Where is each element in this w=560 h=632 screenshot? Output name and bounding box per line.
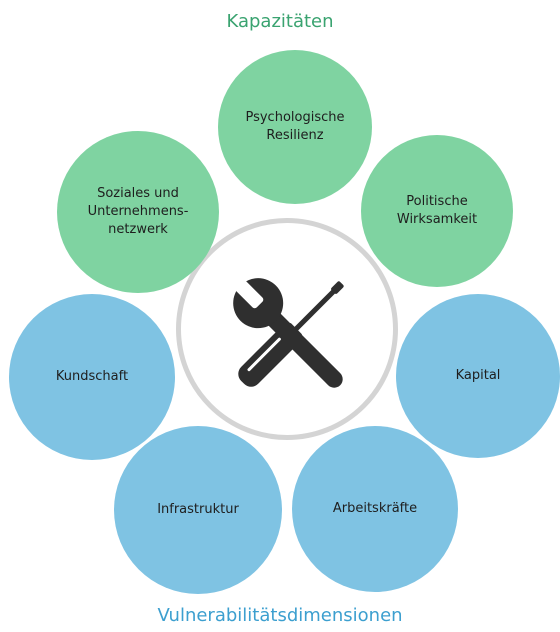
node-label: Kundschaft [55,369,129,384]
node-label: Soziales und Unternehmens- netzwerk [87,186,189,237]
node-kundschaft: Kundschaft [9,294,175,460]
node-kapital: Kapital [396,294,560,458]
capacities-heading: Kapazitäten [226,11,334,32]
node-label: Politische Wirksamkeit [396,194,478,227]
node-politische-wirksamkeit: Politische Wirksamkeit [361,135,513,287]
node-soziales-netzwerk: Soziales und Unternehmens- netzwerk [57,131,219,293]
node-label: Infrastruktur [157,502,239,517]
wrench-screwdriver-icon [233,278,344,388]
center-ring [176,218,398,440]
node-label: Arbeitskräfte [332,501,418,516]
vulnerabilities-heading: Vulnerabilitätsdimensionen [157,605,403,626]
node-arbeitskraefte: Arbeitskräfte [292,426,458,592]
node-infrastruktur: Infrastruktur [114,426,282,594]
node-psychologische-resilienz: Psychologische Resilienz [218,50,372,204]
node-label: Psychologische Resilienz [245,110,345,143]
node-label: Kapital [455,368,501,383]
